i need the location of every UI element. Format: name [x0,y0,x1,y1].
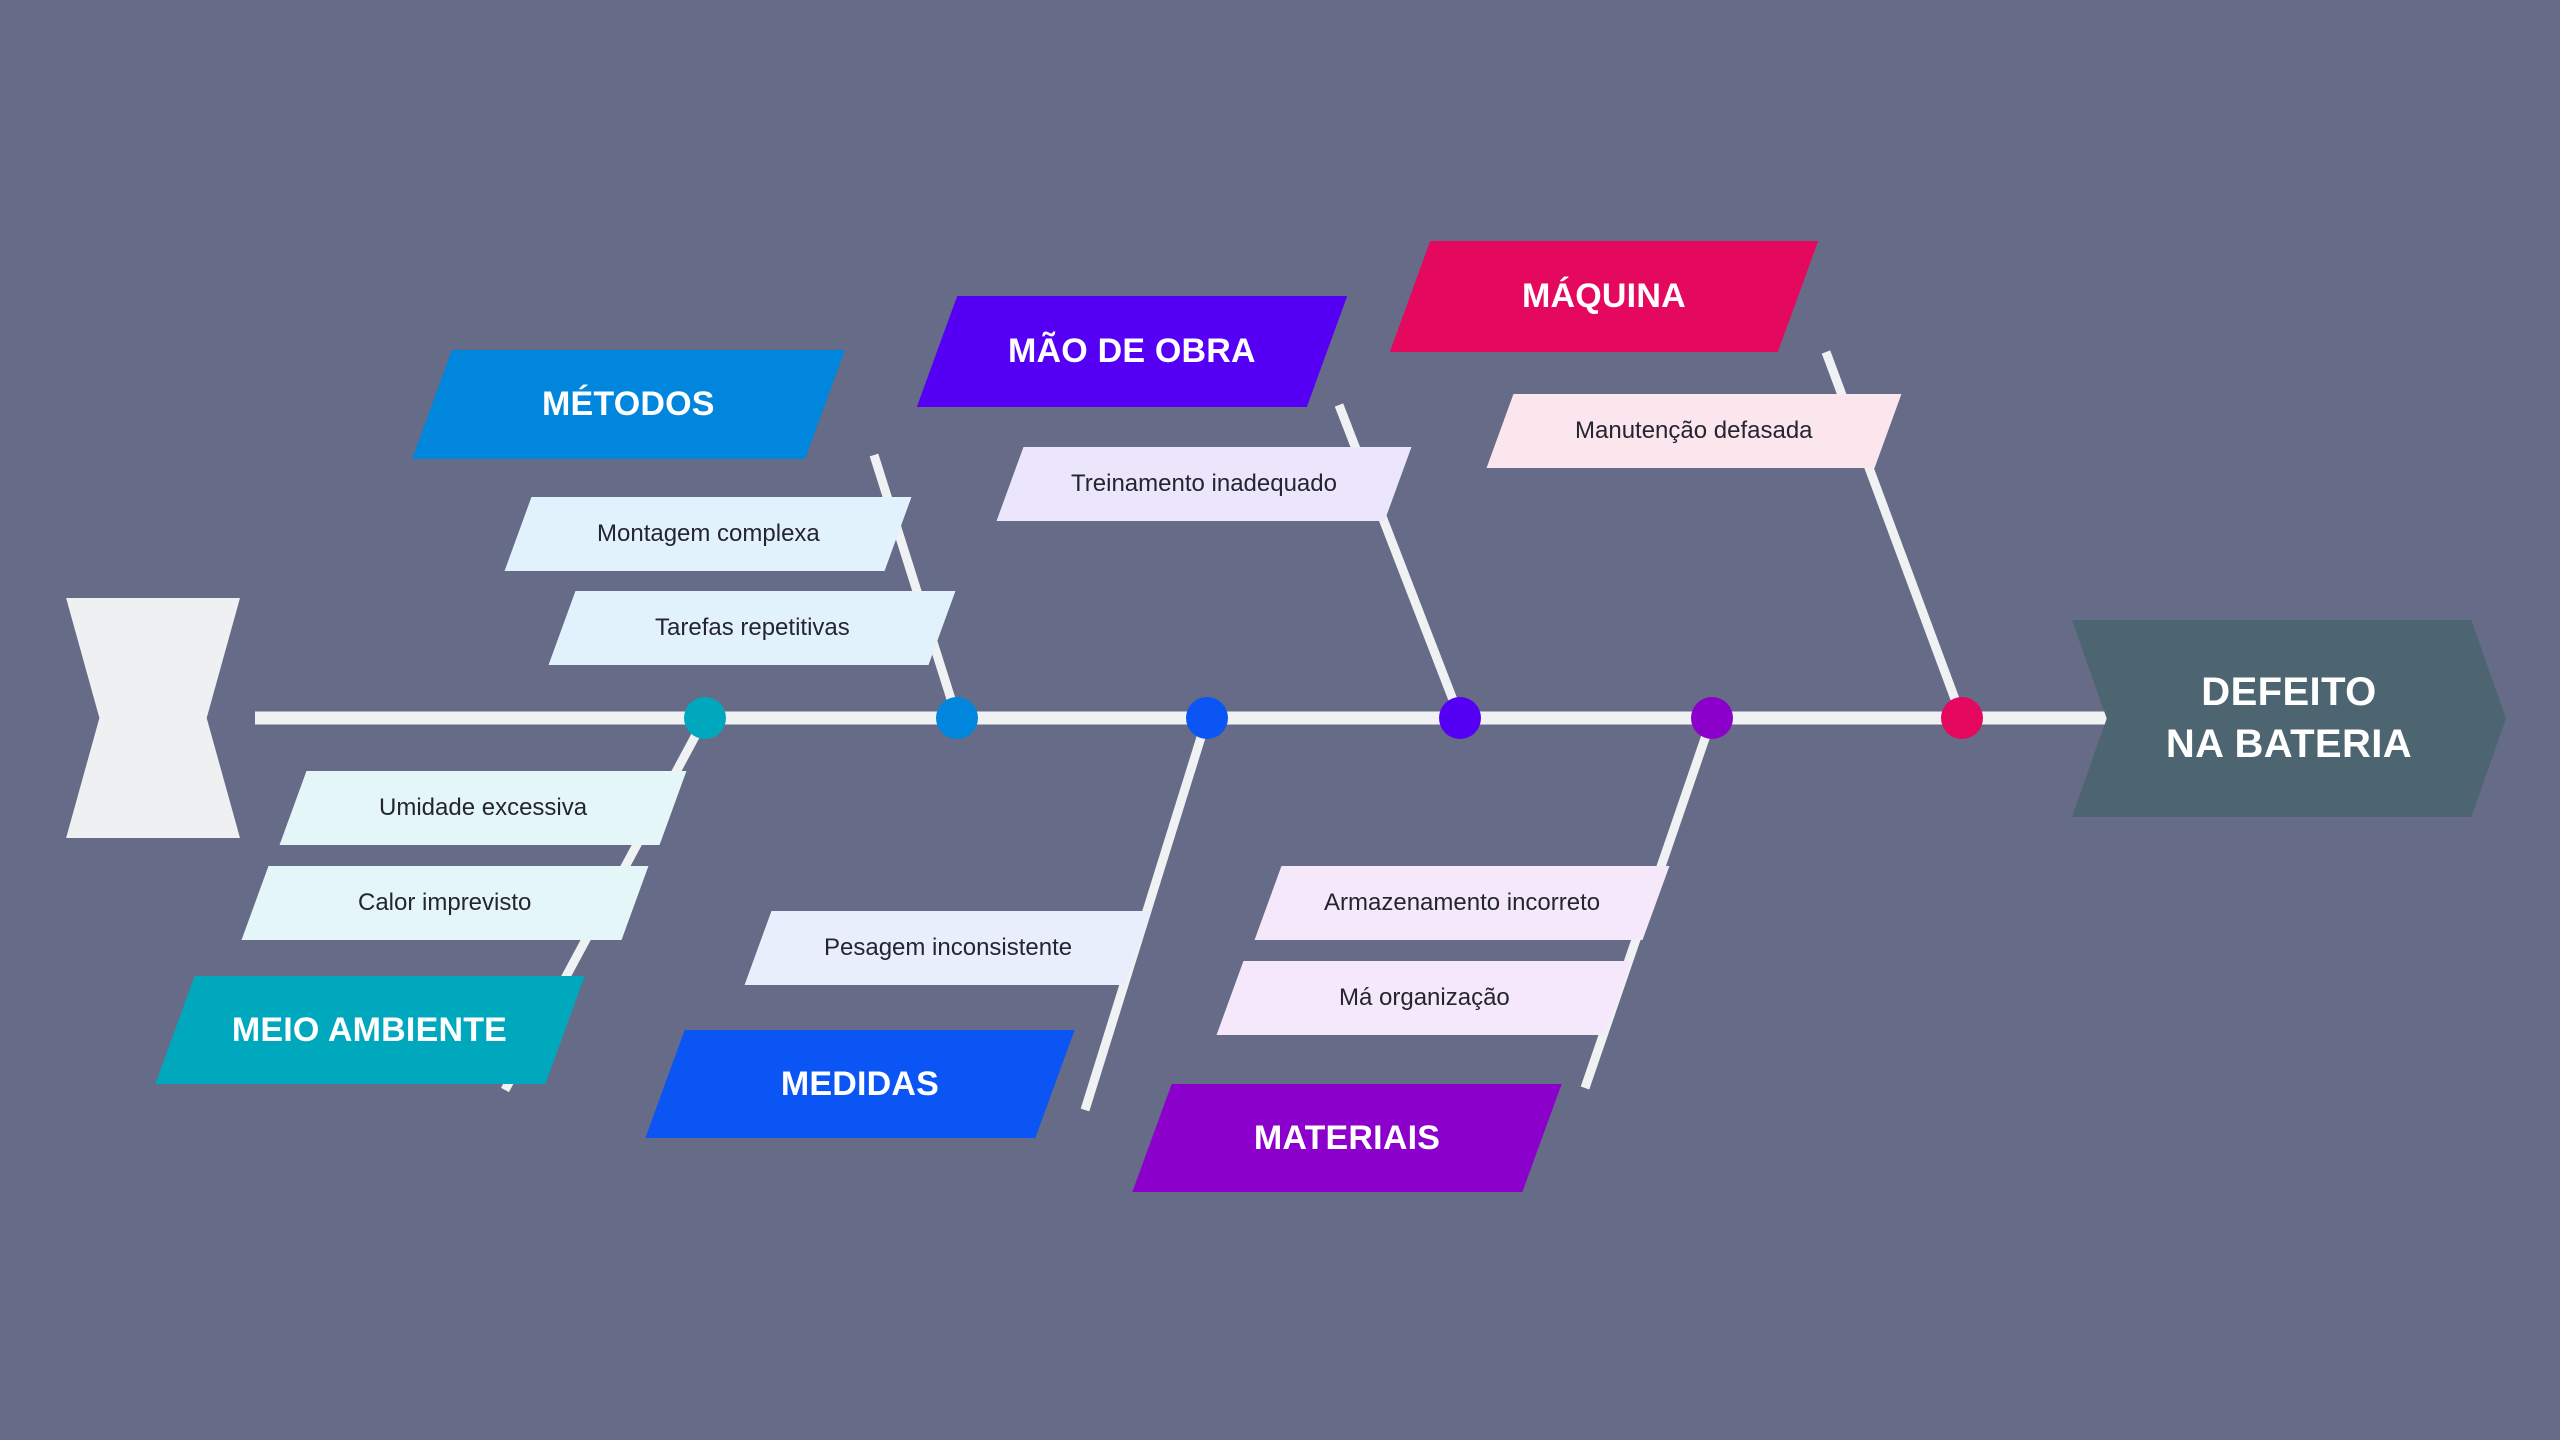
cause-label-maquina-0: Manutenção defasada [1575,417,1813,444]
cause-materiais-1[interactable]: Má organização [1216,961,1632,1035]
category-label-mao-de-obra: MÃO DE OBRA [1008,332,1256,370]
category-header-medidas[interactable]: MEDIDAS [645,1030,1075,1138]
cause-label-mao-de-obra-0: Treinamento inadequado [1071,470,1337,497]
cause-label-metodos-0: Montagem complexa [596,520,820,547]
category-header-mao-de-obra[interactable]: MÃO DE OBRA [916,296,1348,407]
effect-label: DEFEITO NA BATERIA [2165,670,2413,766]
spine-dot-meio-ambiente[interactable] [684,697,726,739]
spine-dot-metodos[interactable] [936,697,978,739]
category-label-materiais: MATERIAIS [1253,1118,1441,1157]
category-header-materiais[interactable]: MATERIAIS [1132,1084,1562,1192]
spine-dot-maquina[interactable] [1941,697,1983,739]
cause-metodos-1[interactable]: Tarefas repetitivas [548,591,956,665]
cause-materiais-0[interactable]: Armazenamento incorreto [1254,866,1670,940]
cause-mao-de-obra-0[interactable]: Treinamento inadequado [996,447,1412,521]
cause-metodos-0[interactable]: Montagem complexa [504,497,912,571]
effect-head[interactable]: DEFEITO NA BATERIA [2072,620,2506,817]
category-label-medidas: MEDIDAS [780,1064,940,1103]
spine-dot-medidas[interactable] [1186,697,1228,739]
category-header-meio-ambiente[interactable]: MEIO AMBIENTE [155,976,585,1084]
cause-medidas-0[interactable]: Pesagem inconsistente [744,911,1152,985]
cause-label-materiais-0: Armazenamento incorreto [1323,889,1601,916]
cause-label-meio-ambiente-1: Calor imprevisto [358,889,532,916]
cause-label-metodos-1: Tarefas repetitivas [654,614,850,641]
category-label-metodos: MÉTODOS [542,385,715,423]
spine-dot-materiais[interactable] [1691,697,1733,739]
cause-meio-ambiente-0[interactable]: Umidade excessiva [279,771,687,845]
cause-maquina-0[interactable]: Manutenção defasada [1486,394,1902,468]
branch-line-metodos [869,453,962,720]
cause-label-medidas-0: Pesagem inconsistente [823,934,1073,961]
category-label-maquina: MÁQUINA [1522,277,1686,315]
spine-dot-mao-de-obra[interactable] [1439,697,1481,739]
cause-label-meio-ambiente-0: Umidade excessiva [378,794,588,821]
cause-meio-ambiente-1[interactable]: Calor imprevisto [241,866,649,940]
category-label-meio-ambiente: MEIO AMBIENTE [232,1010,508,1049]
category-header-maquina[interactable]: MÁQUINA [1389,241,1819,352]
category-header-metodos[interactable]: MÉTODOS [412,350,845,459]
cause-label-materiais-1: Má organização [1338,984,1510,1011]
